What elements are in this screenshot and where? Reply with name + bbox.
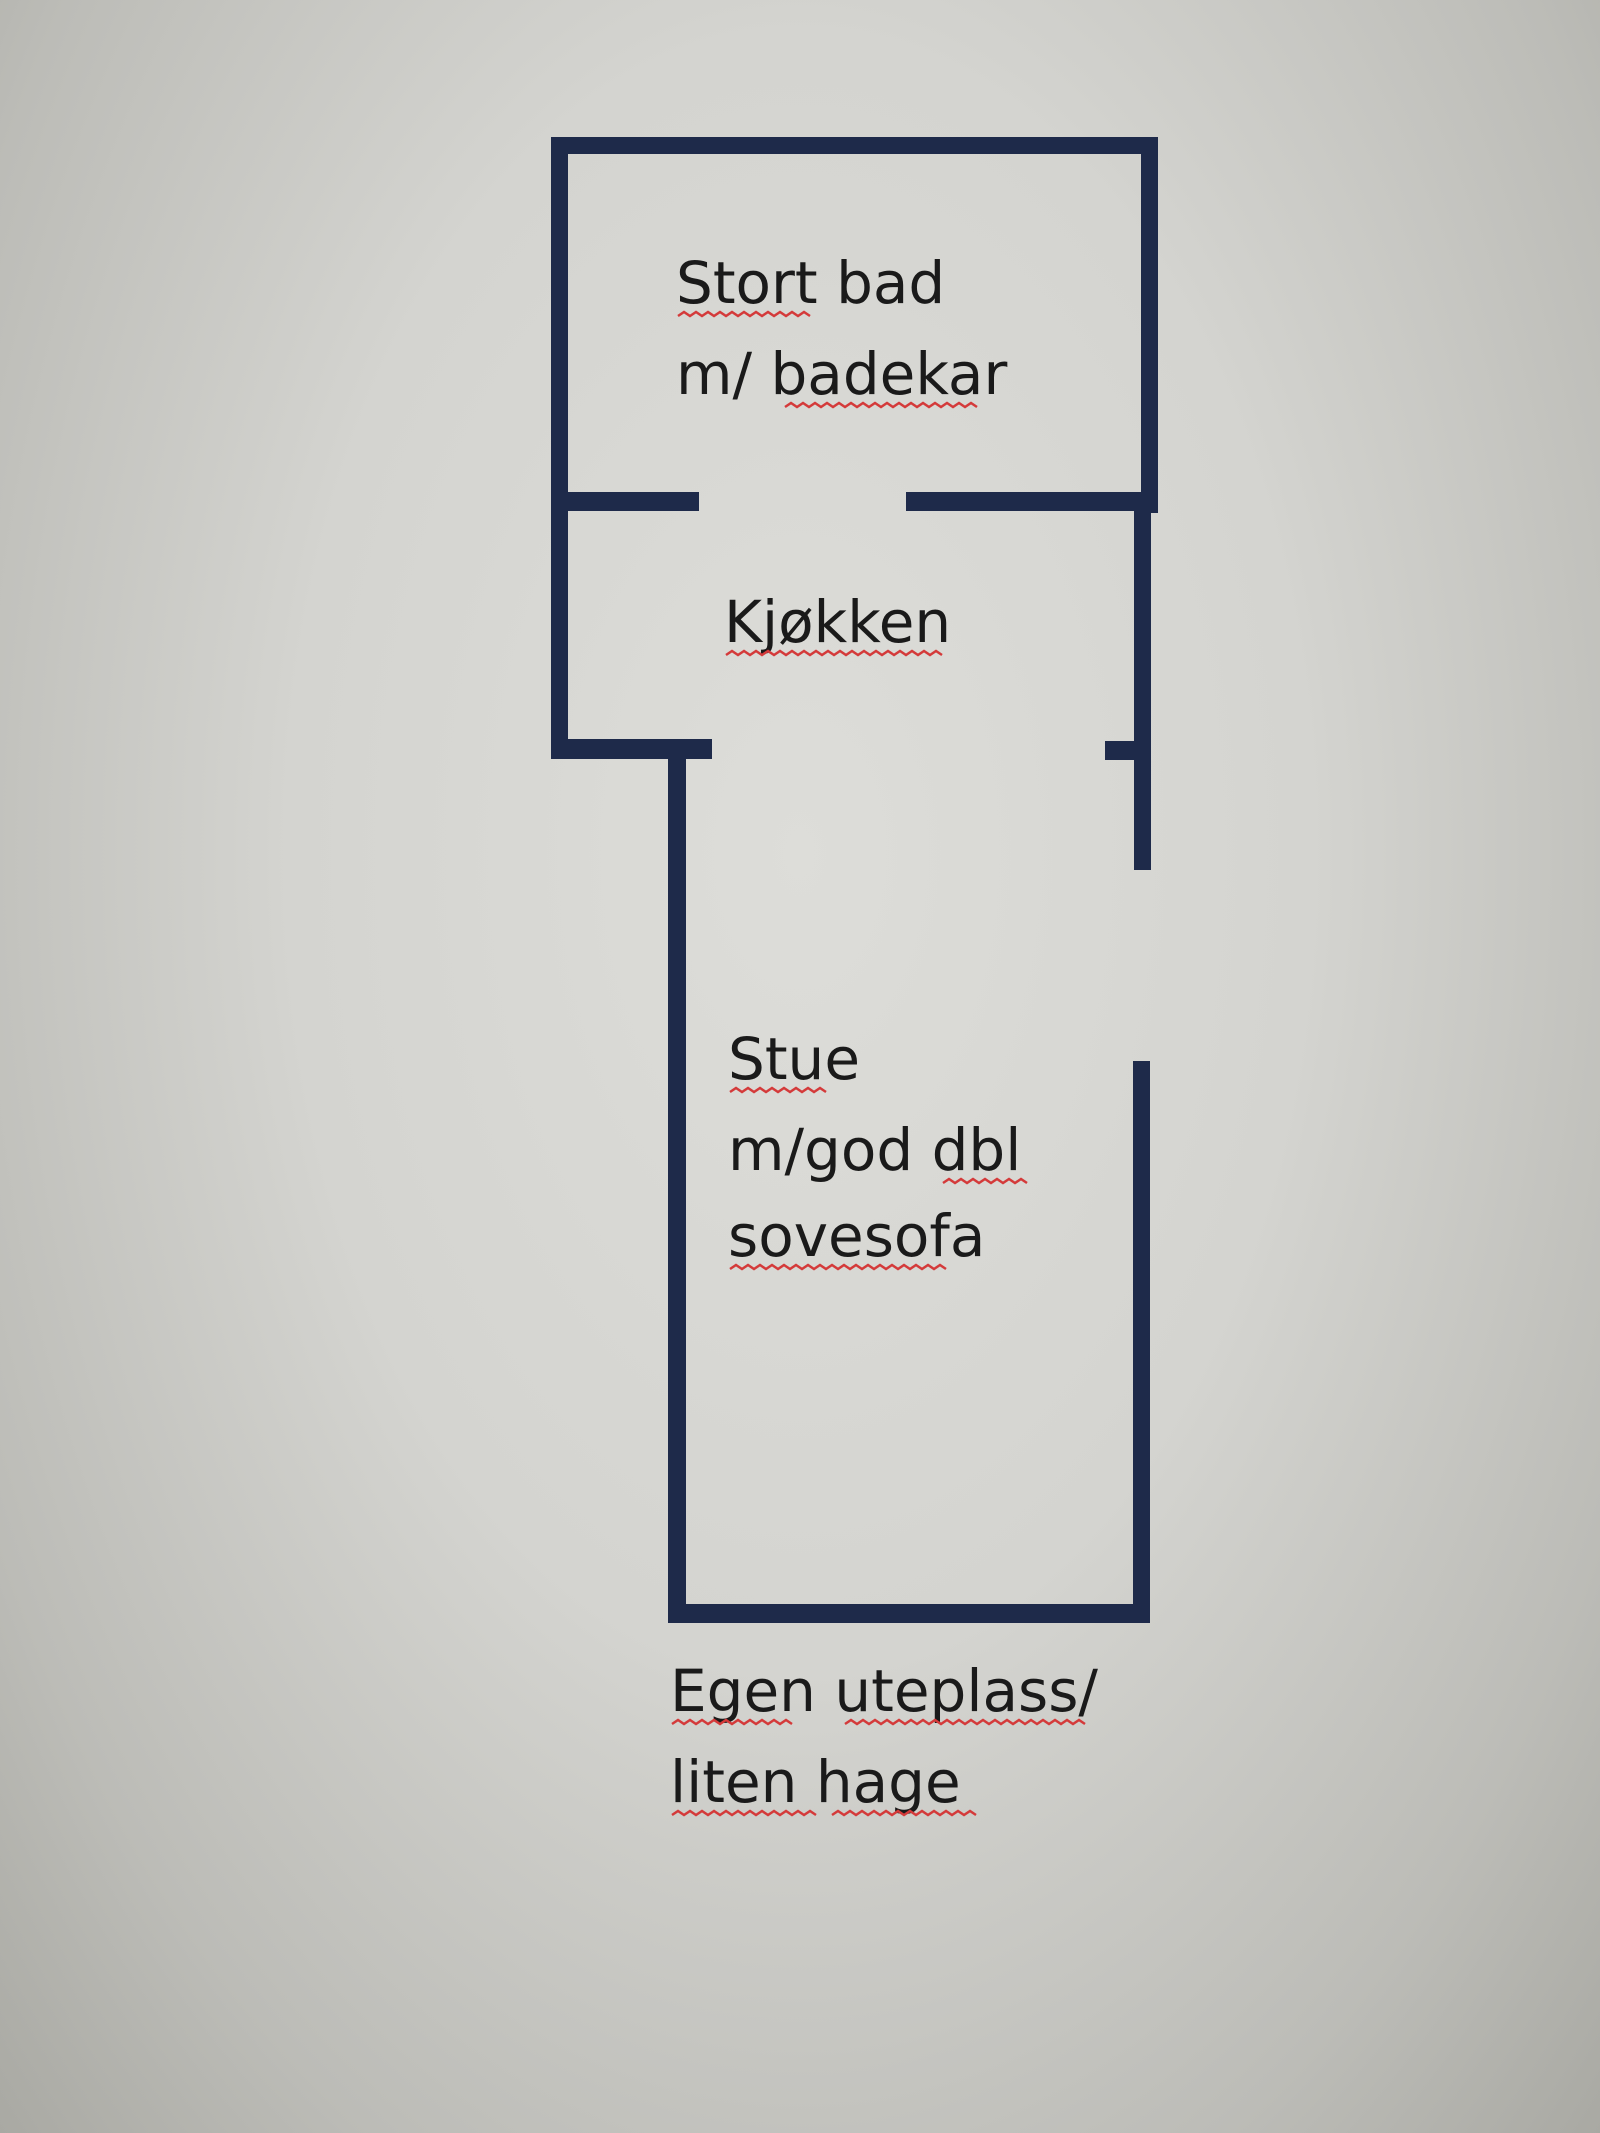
spellcheck-underline-dbl	[942, 1177, 1028, 1185]
spellcheck-underline-uteplass	[844, 1718, 1086, 1726]
living-room-right-wall	[1133, 1061, 1150, 1623]
living-room-label-line2: m/god dbl	[728, 1116, 1021, 1184]
bathroom-top-wall	[551, 137, 1158, 154]
partition-left-segment	[551, 492, 699, 511]
kitchen-bottom-left-wall	[551, 739, 712, 759]
spellcheck-underline-liten	[671, 1809, 817, 1817]
living-room-label-line1: Stue	[728, 1025, 860, 1093]
spellcheck-underline-stue	[729, 1086, 827, 1094]
spellcheck-underline-stort	[677, 310, 811, 318]
living-room-left-wall	[668, 759, 686, 1623]
bathroom-right-wall	[1141, 137, 1158, 513]
living-room-bottom-wall	[668, 1604, 1150, 1623]
outdoor-label-line2: liten hage	[670, 1748, 961, 1816]
kitchen-right-wall	[1134, 492, 1151, 870]
outdoor-label-line1: Egen uteplass/	[670, 1657, 1098, 1725]
bathroom-label-line1: Stort bad	[676, 249, 945, 317]
bathroom-label-line2: m/ badekar	[676, 340, 1007, 408]
spellcheck-underline-badekar	[784, 401, 978, 409]
kitchen-bottom-right-stub	[1105, 741, 1151, 760]
kitchen-label: Kjøkken	[724, 588, 951, 656]
spellcheck-underline-egen	[671, 1718, 793, 1726]
spellcheck-underline-kjokken	[725, 649, 943, 657]
partition-right-segment	[906, 492, 1158, 511]
bathroom-left-wall	[551, 137, 568, 754]
spellcheck-underline-sovesofa	[729, 1263, 947, 1271]
living-room-label-line3: sovesofa	[728, 1202, 985, 1270]
spellcheck-underline-hage	[831, 1809, 977, 1817]
